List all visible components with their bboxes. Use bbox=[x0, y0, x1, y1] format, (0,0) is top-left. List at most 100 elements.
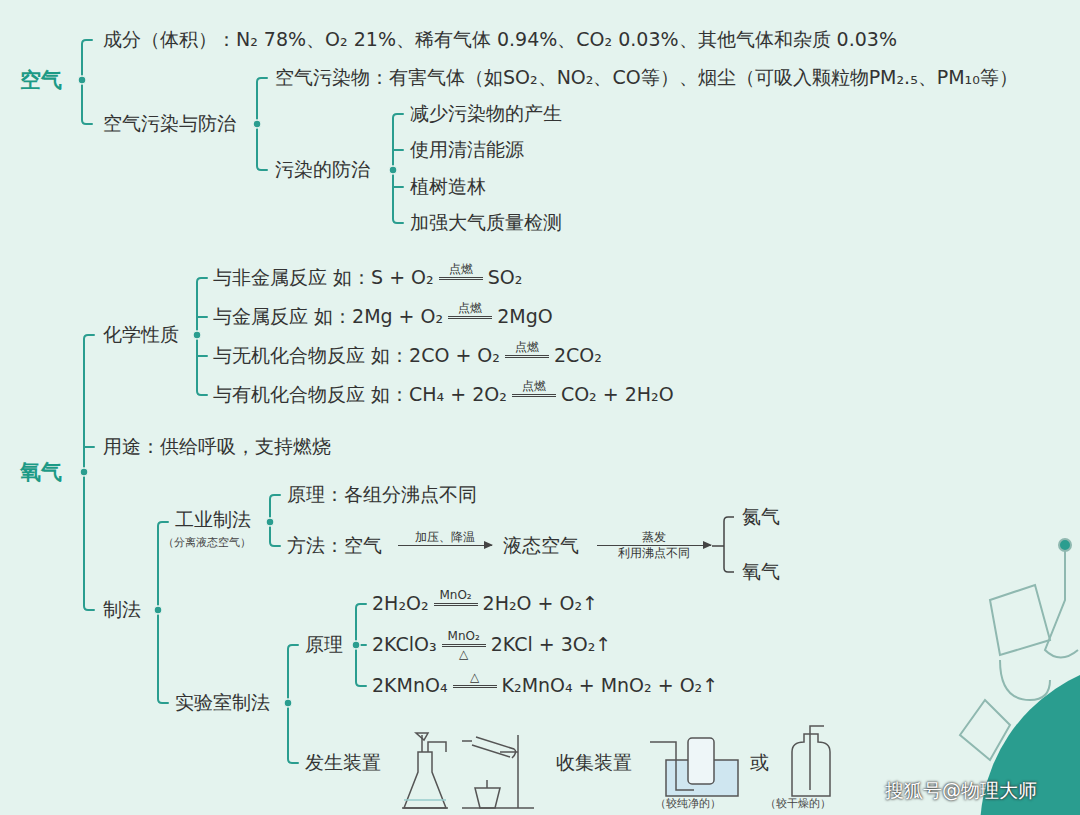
bracket-dot bbox=[389, 166, 397, 174]
test-tube bbox=[472, 737, 516, 758]
map-text: 方法：空气 bbox=[287, 534, 382, 558]
map-text: 氮气 bbox=[742, 505, 780, 529]
reaction-condition: 点燃 bbox=[456, 301, 484, 316]
map-text: 与有机化合物反应 如：CH₄ + 2O₂ bbox=[213, 383, 507, 407]
map-text: 与非金属反应 如：S + O₂ bbox=[213, 266, 434, 290]
reaction-condition: MnO₂ bbox=[446, 629, 482, 644]
map-text: 减少污染物的产生 bbox=[410, 102, 562, 126]
map-text: 化学性质 bbox=[103, 323, 179, 347]
map-text: 2CO₂ bbox=[554, 344, 602, 368]
delivery-tube bbox=[650, 742, 694, 790]
topic-title: 氧气 bbox=[20, 459, 62, 485]
map-text: 使用清洁能源 bbox=[410, 138, 524, 162]
water-trough bbox=[650, 738, 738, 796]
map-text: 氧气 bbox=[742, 560, 780, 584]
map-text: 2KCl + 3O₂↑ bbox=[491, 633, 612, 657]
map-text: 用途：供给呼吸，支持燃烧 bbox=[103, 435, 331, 459]
funnel bbox=[416, 733, 428, 740]
equals-sign bbox=[453, 685, 497, 688]
equals-sign bbox=[512, 394, 556, 397]
bracket-dot bbox=[352, 641, 360, 649]
reaction-condition: △ bbox=[457, 647, 470, 662]
process-arrow bbox=[597, 545, 711, 546]
bracket-dot bbox=[154, 606, 162, 614]
glassware bbox=[1059, 539, 1071, 551]
map-text: CO₂ + 2H₂O bbox=[561, 383, 674, 407]
watermark: 搜狐号@物理大师 bbox=[885, 779, 1037, 803]
map-text: 污染的防治 bbox=[275, 158, 370, 182]
gas-bottle bbox=[792, 726, 830, 796]
delivery-tube bbox=[810, 726, 824, 790]
map-text: 加强大气质量检测 bbox=[410, 211, 562, 235]
condition-group: △ bbox=[453, 670, 497, 688]
bracket-dot bbox=[253, 120, 261, 128]
map-text: 2KMnO₄ bbox=[372, 674, 448, 698]
map-text: （较纯净的） bbox=[655, 797, 721, 811]
equals-sign bbox=[505, 355, 549, 358]
alcohol-lamp bbox=[475, 788, 500, 808]
glassware bbox=[960, 700, 1010, 760]
glassware-decoration bbox=[960, 539, 1078, 760]
stand-rod bbox=[517, 735, 519, 808]
reaction-condition: MnO₂ bbox=[437, 588, 473, 603]
map-text: 收集装置 bbox=[556, 751, 632, 775]
map-text: （分离液态空气） bbox=[163, 536, 251, 550]
map-text: 与无机化合物反应 如：2CO + O₂ bbox=[213, 344, 500, 368]
condition-group: 点燃 bbox=[448, 301, 492, 319]
conical-flask bbox=[404, 752, 446, 808]
map-text: SO₂ bbox=[488, 266, 523, 290]
map-text: 与金属反应 如：2Mg + O₂ bbox=[213, 305, 443, 329]
bracket-dot bbox=[266, 518, 274, 526]
bracket-dot bbox=[78, 76, 86, 84]
map-text: 原理 bbox=[305, 633, 343, 657]
bottle bbox=[792, 734, 830, 796]
map-text: 植树造林 bbox=[410, 175, 486, 199]
glassware bbox=[1045, 540, 1078, 658]
condition-group: 点燃 bbox=[512, 379, 556, 397]
map-text: 实验室制法 bbox=[175, 691, 270, 715]
map-text: 成分（体积）：N₂ 78%、O₂ 21%、稀有气体 0.94%、CO₂ 0.03… bbox=[103, 28, 897, 52]
equals-sign bbox=[442, 644, 486, 647]
reaction-condition: 点燃 bbox=[513, 340, 541, 355]
process-arrow bbox=[398, 545, 492, 546]
glassware bbox=[1000, 660, 1050, 700]
map-text: 2KClO₃ bbox=[372, 633, 437, 657]
glassware bbox=[990, 585, 1050, 655]
map-text: 制法 bbox=[103, 598, 141, 622]
equals-sign bbox=[439, 277, 483, 280]
reaction-condition: 加压、降温 bbox=[413, 530, 477, 545]
map-text: 2H₂O + O₂↑ bbox=[483, 592, 598, 616]
arrow-group: 蒸发利用沸点不同 bbox=[597, 530, 711, 561]
lamp-wick bbox=[486, 780, 488, 788]
topic-title: 空气 bbox=[20, 67, 62, 93]
map-text: 液态空气 bbox=[503, 534, 579, 558]
inverted-bottle bbox=[688, 738, 714, 784]
reaction-condition: 利用沸点不同 bbox=[616, 546, 692, 561]
map-text: 或 bbox=[750, 751, 769, 775]
reaction-condition: 点燃 bbox=[520, 379, 548, 394]
delivery-tube bbox=[462, 740, 472, 742]
condition-group: MnO₂ bbox=[434, 588, 478, 606]
reaction-condition: 蒸发 bbox=[640, 530, 668, 545]
reaction-condition: △ bbox=[468, 670, 481, 685]
map-text: 工业制法 bbox=[175, 508, 251, 532]
flask-base bbox=[402, 807, 448, 809]
equals-sign bbox=[448, 316, 492, 319]
arrow-group: 加压、降温 bbox=[398, 530, 492, 546]
bracket-dot bbox=[80, 468, 88, 476]
map-text: K₂MnO₄ + MnO₂ + O₂↑ bbox=[502, 674, 719, 698]
equals-sign bbox=[434, 603, 478, 606]
flask-liquid bbox=[404, 799, 446, 801]
split-bracket bbox=[712, 517, 734, 572]
map-text: 原理：各组分沸点不同 bbox=[287, 483, 477, 507]
map-text: 2H₂O₂ bbox=[372, 592, 429, 616]
flask-apparatus bbox=[402, 733, 448, 808]
map-text: （较干燥的） bbox=[765, 797, 831, 811]
map-text: 发生装置 bbox=[305, 751, 381, 775]
condition-group: 点燃 bbox=[505, 340, 549, 358]
reaction-condition: 点燃 bbox=[447, 262, 475, 277]
bracket-dot bbox=[193, 331, 201, 339]
stand-base bbox=[462, 807, 534, 809]
map-text: 空气污染物：有害气体（如SO₂、NO₂、CO等）、烟尘（可吸入颗粒物PM₂.₅、… bbox=[275, 66, 1018, 90]
